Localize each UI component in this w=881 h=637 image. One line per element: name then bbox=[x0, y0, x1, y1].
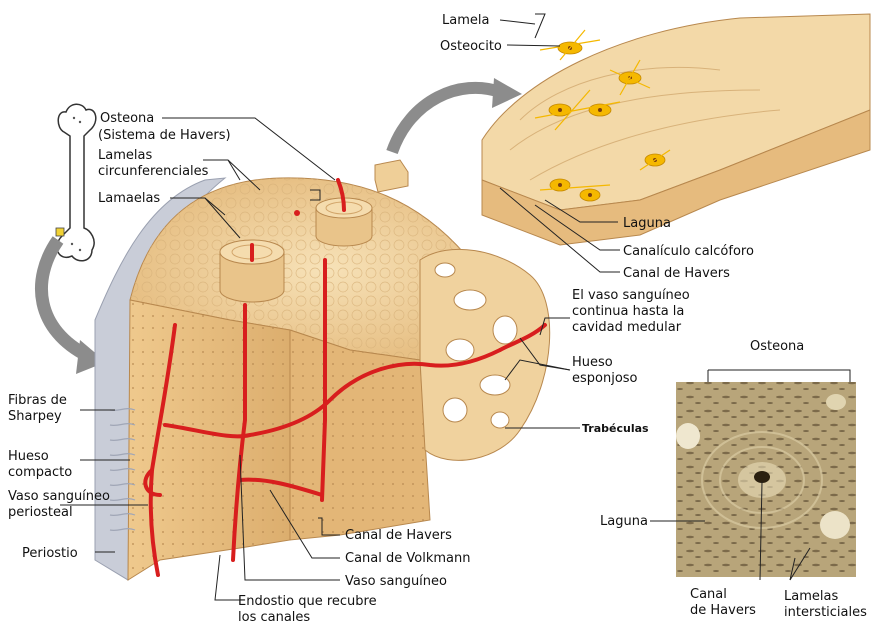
label-canal-havers-micro-2: de Havers bbox=[690, 603, 756, 618]
label-vaso-continua-2: continua hasta la bbox=[572, 304, 685, 319]
label-endostio-2: los canales bbox=[238, 610, 311, 625]
label-vaso-continua-3: cavidad medular bbox=[572, 320, 682, 335]
label-canal-havers-bottom: Canal de Havers bbox=[345, 528, 452, 543]
label-laguna-micro: Laguna bbox=[600, 514, 648, 529]
magnified-osteon bbox=[481, 13, 871, 246]
label-hueso-compacto-1: Hueso bbox=[8, 449, 49, 464]
label-lamela: Lamela bbox=[442, 13, 490, 28]
micrograph bbox=[676, 382, 856, 577]
arrow-shape-top bbox=[386, 81, 502, 155]
label-vaso-sanguineo: Vaso sanguíneo bbox=[345, 574, 447, 589]
label-canaliculo: Canalículo calcóforo bbox=[623, 244, 754, 259]
label-hueso-compacto-2: compacto bbox=[8, 465, 73, 480]
label-lamaelas: Lamaelas bbox=[98, 191, 161, 206]
label-osteocito: Osteocito bbox=[440, 39, 502, 54]
label-sistema-havers: (Sistema de Havers) bbox=[98, 128, 231, 143]
osteon-cylinders bbox=[219, 159, 409, 303]
label-lamelas-inter-2: intersticiales bbox=[784, 605, 867, 620]
sharpey-fibers bbox=[109, 407, 136, 532]
label-fibras-sharpey-2: Sharpey bbox=[8, 409, 62, 424]
leader-lines bbox=[60, 13, 851, 601]
label-osteona-micro: Osteona bbox=[750, 339, 805, 354]
label-endostio-1: Endostio que recubre bbox=[238, 594, 377, 609]
label-hueso-esponjoso-1: Hueso bbox=[572, 355, 613, 370]
label-canal-havers-micro-1: Canal bbox=[690, 587, 727, 602]
label-vaso-periosteal-2: periosteal bbox=[8, 505, 73, 520]
blood-vessels bbox=[143, 178, 547, 577]
label-osteona: Osteona bbox=[100, 111, 155, 126]
long-bone-icon bbox=[55, 103, 97, 262]
label-lamelas-circ-2: circunferenciales bbox=[98, 164, 209, 179]
label-lamelas-inter-1: Lamelas bbox=[784, 589, 839, 604]
label-vaso-periosteal-1: Vaso sanguíneo bbox=[8, 489, 110, 504]
label-laguna-top: Laguna bbox=[623, 216, 671, 231]
label-periostio: Periostio bbox=[22, 546, 78, 561]
label-trabeculas: Trabéculas bbox=[582, 422, 649, 435]
arrow-shape-left bbox=[34, 236, 92, 362]
label-fibras-sharpey-1: Fibras de bbox=[8, 393, 67, 408]
label-lamelas-circ-1: Lamelas bbox=[98, 148, 153, 163]
label-canal-volkmann: Canal de Volkmann bbox=[345, 551, 471, 566]
label-canal-havers-top: Canal de Havers bbox=[623, 266, 730, 281]
label-hueso-esponjoso-2: esponjoso bbox=[572, 371, 638, 386]
label-vaso-continua-1: El vaso sanguíneo bbox=[572, 288, 690, 303]
